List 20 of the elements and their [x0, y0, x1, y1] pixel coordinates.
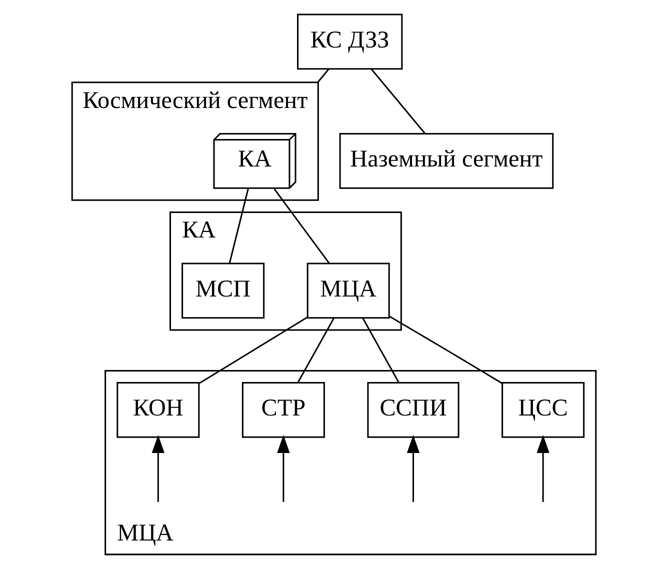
connector — [317, 68, 330, 83]
node-box: ЦСС — [502, 382, 585, 438]
connector — [274, 188, 330, 264]
connector — [297, 318, 335, 384]
node-box: КОН — [116, 382, 200, 438]
node-box: Наземный сегмент — [339, 132, 554, 189]
connector — [388, 315, 502, 384]
arrow — [536, 434, 550, 502]
node-box: КС ДЗЗ — [297, 14, 403, 70]
arrow — [277, 434, 290, 502]
node-box: МЦА — [306, 262, 390, 319]
arrow — [406, 434, 420, 502]
connector — [199, 316, 308, 384]
node-box: ССПИ — [367, 382, 460, 438]
node-box: МСП — [182, 262, 265, 319]
arrow — [152, 434, 164, 502]
connector — [370, 68, 426, 134]
node-box: СТР — [242, 382, 325, 438]
connector — [362, 318, 400, 384]
connector — [228, 188, 249, 264]
